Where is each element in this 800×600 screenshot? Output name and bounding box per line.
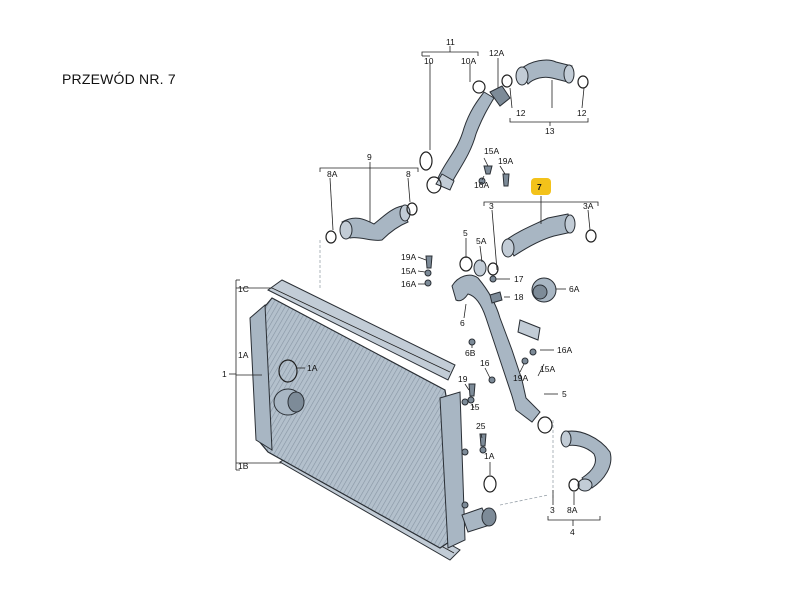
label-1: 1 — [222, 369, 227, 379]
pipe-11 — [419, 80, 511, 194]
label-17: 17 — [514, 274, 524, 284]
label-8A-bottom: 8A — [567, 505, 578, 515]
hose-9 — [325, 202, 418, 244]
label-12A: 12A — [489, 48, 504, 58]
label-6: 6 — [460, 318, 465, 328]
label-5-low: 5 — [562, 389, 567, 399]
callout-lines — [319, 46, 601, 526]
label-1A-inner: 1A — [307, 363, 318, 373]
label-19A-low: 19A — [513, 373, 528, 383]
label-5A: 5A — [476, 236, 487, 246]
label-25: 25 — [476, 421, 486, 431]
dashed-leaders — [319, 240, 554, 506]
label-15A-top: 15A — [484, 146, 499, 156]
pipe-6 — [451, 256, 553, 434]
label-9: 9 — [367, 152, 372, 162]
label-8A-top: 8A — [327, 169, 338, 179]
label-16A-top: 16A — [474, 180, 489, 190]
label-15: 15 — [470, 402, 480, 412]
bolts-top-center — [478, 165, 510, 187]
label-10A: 10A — [461, 56, 476, 66]
label-1C: 1C — [238, 284, 249, 294]
label-19A-top: 19A — [498, 156, 513, 166]
o-ring-1A — [278, 359, 298, 383]
label-16: 16 — [480, 358, 490, 368]
label-15A-low: 15A — [540, 364, 555, 374]
label-8-top: 8 — [406, 169, 411, 179]
label-1B: 1B — [238, 461, 249, 471]
label-16A-mid: 16A — [401, 279, 416, 289]
hose-4 — [483, 430, 612, 493]
label-1A-left: 1A — [238, 350, 249, 360]
intercooler-outlet-stub — [461, 507, 497, 533]
label-10: 10 — [424, 56, 434, 66]
label-6B: 6B — [465, 348, 476, 358]
label-18: 18 — [514, 292, 524, 302]
label-11: 11 — [446, 37, 455, 47]
highlight-badge-7 — [531, 178, 551, 195]
label-16A-right: 16A — [557, 345, 572, 355]
label-5: 5 — [463, 228, 468, 238]
page-title: PRZEWÓD NR. 7 — [62, 71, 176, 87]
label-15A-mid: 15A — [401, 266, 416, 276]
label-3-top: 3 — [489, 201, 494, 211]
label-7: 7 — [537, 182, 542, 192]
callout-labels: 11 10 10A 12A 12 12 13 9 8A 8 15A 19A 16… — [222, 37, 594, 537]
label-6A: 6A — [569, 284, 580, 294]
label-12b: 12 — [577, 108, 587, 118]
label-3A: 3A — [583, 201, 594, 211]
label-12a: 12 — [516, 108, 526, 118]
bracket-part-1 — [229, 279, 305, 471]
pipe-7 — [501, 213, 597, 258]
label-19A-mid: 19A — [401, 252, 416, 262]
label-19: 19 — [458, 374, 468, 384]
intercooler-inlet-stub — [273, 388, 305, 416]
label-1A-low: 1A — [484, 451, 495, 461]
label-3-bottom: 3 — [550, 505, 555, 515]
label-13: 13 — [545, 126, 555, 136]
bolts-mid — [424, 255, 537, 454]
label-4: 4 — [570, 527, 575, 537]
cap-6A — [531, 277, 557, 303]
hose-13 — [501, 59, 589, 89]
intercooler — [249, 279, 497, 561]
